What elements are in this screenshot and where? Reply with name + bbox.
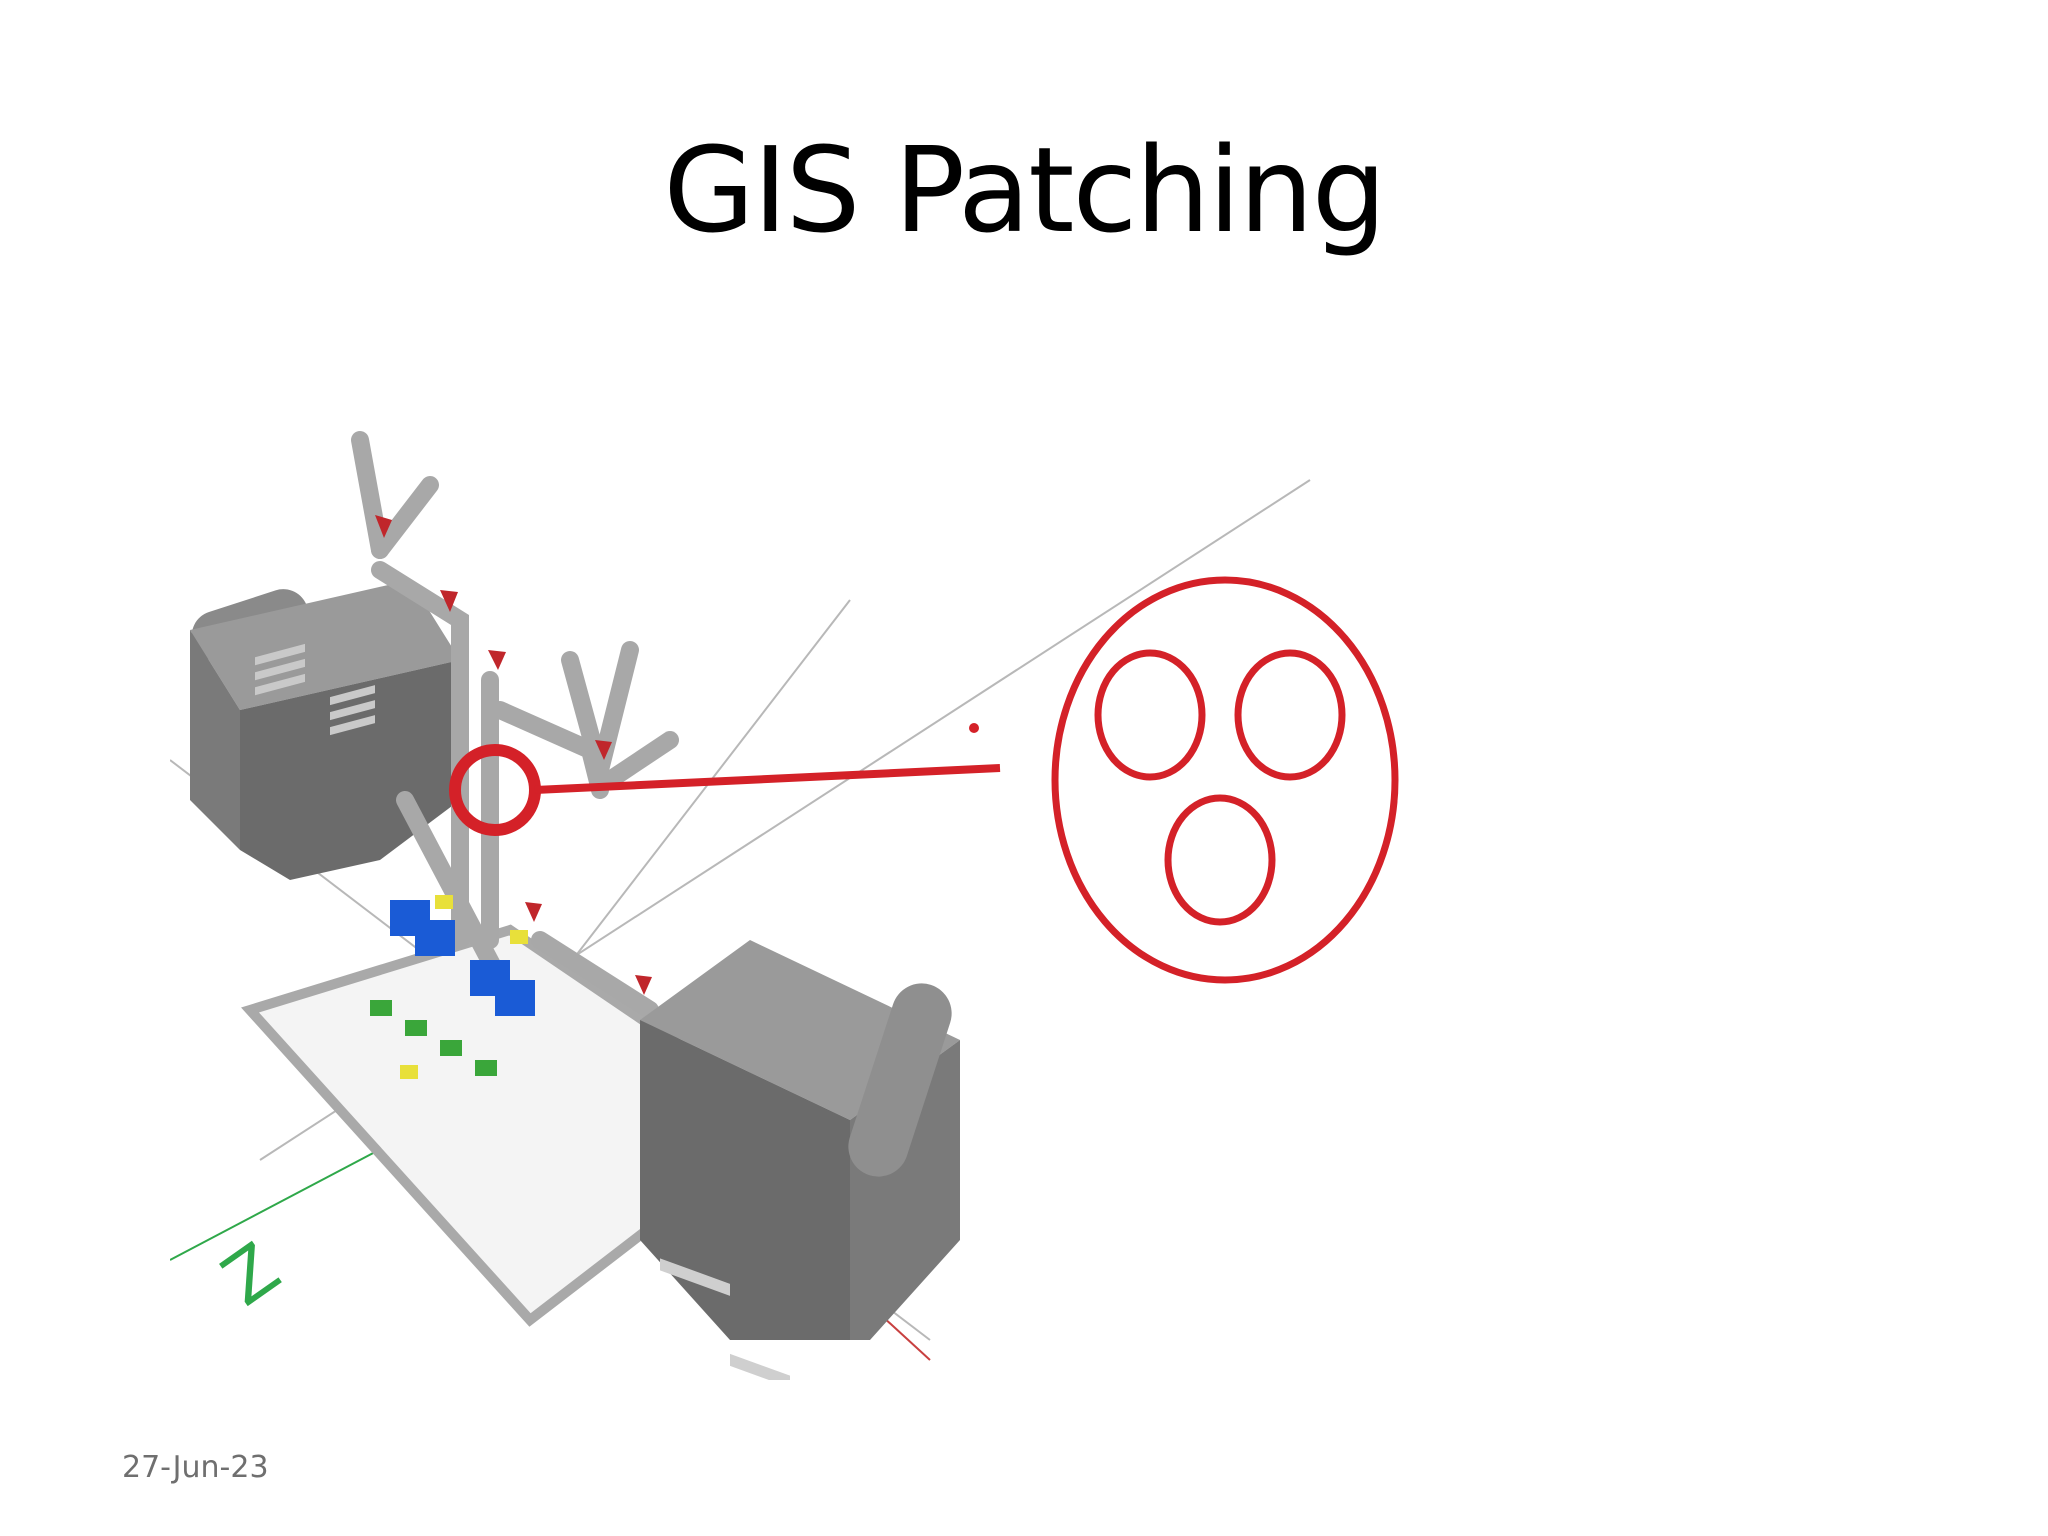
left-cabinet bbox=[190, 580, 460, 880]
slide-date: 27-Jun-23 bbox=[122, 1450, 269, 1485]
slide-title: GIS Patching bbox=[663, 121, 1386, 259]
red-dot bbox=[969, 723, 979, 733]
leader-line bbox=[534, 764, 1001, 794]
three-hole-bushing-icon bbox=[1051, 576, 1399, 984]
green-modules bbox=[370, 1000, 497, 1076]
right-cabinet bbox=[640, 940, 960, 1380]
pipework bbox=[351, 431, 679, 1019]
z-axis-label: Z bbox=[208, 1227, 294, 1322]
gis-equipment-figure: Z bbox=[170, 420, 1830, 1380]
yellow-modules bbox=[400, 895, 528, 1079]
red-valves bbox=[375, 515, 652, 995]
blue-modules bbox=[390, 900, 535, 1016]
gis-illustration: Z bbox=[170, 431, 1399, 1380]
